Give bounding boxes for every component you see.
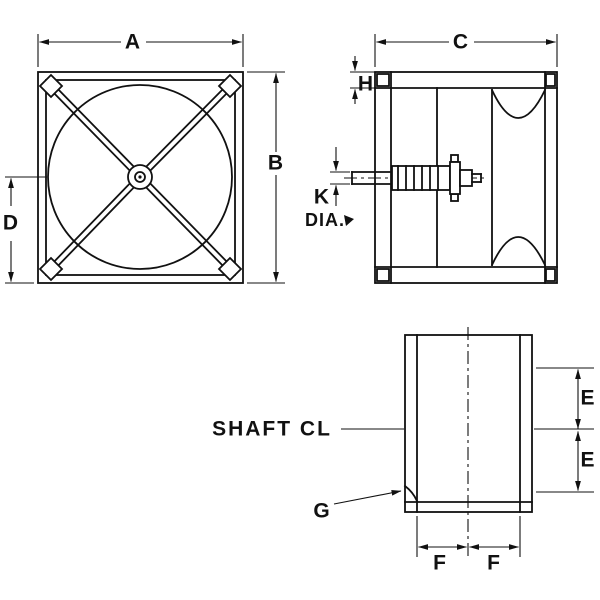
dimension-f: F F xyxy=(416,516,521,575)
leader-line xyxy=(333,489,402,505)
dim-label-d: D xyxy=(3,212,19,235)
flange xyxy=(449,161,461,195)
shaft-assembly xyxy=(344,154,487,202)
corner-block xyxy=(376,73,390,87)
shaft-cl-note: SHAFT CL xyxy=(212,418,594,441)
callout-g: G xyxy=(313,489,402,523)
corner-gussets xyxy=(38,73,243,282)
dimension-b: B xyxy=(247,71,285,284)
dim-label-h: H xyxy=(358,73,374,96)
fan-arm xyxy=(51,82,144,177)
fan-arm xyxy=(51,177,144,273)
wheel-inlet-bottom xyxy=(490,236,547,267)
blower-wheel xyxy=(490,88,547,267)
dimension-a: A xyxy=(37,31,244,67)
corner-gusset xyxy=(38,73,64,99)
fan-arm xyxy=(136,177,230,273)
dim-label-f-left: F xyxy=(433,552,447,575)
dim-label-k: K xyxy=(314,186,330,209)
corner-block xyxy=(376,268,390,282)
corner-gusset xyxy=(38,256,64,282)
fan-arm xyxy=(47,173,140,269)
fan-circle xyxy=(47,84,233,270)
hub-center-dot xyxy=(138,175,142,179)
fan-arm xyxy=(140,173,234,269)
bottom-view xyxy=(403,327,533,557)
dim-label-a: A xyxy=(125,31,141,54)
dimension-d: D xyxy=(3,176,47,284)
dimension-e: E E xyxy=(536,367,595,493)
dim-label-dia: DIA. xyxy=(305,210,345,230)
dim-label-b: B xyxy=(268,152,284,175)
dim-label-c: C xyxy=(453,31,469,54)
bolt-top xyxy=(450,154,459,163)
corner-notch xyxy=(403,484,419,503)
dimension-c: C xyxy=(374,31,558,67)
dimension-h: H xyxy=(350,56,375,104)
dim-label-e-lower: E xyxy=(580,449,595,472)
corner-block xyxy=(545,268,556,282)
dim-label-f-right: F xyxy=(487,552,501,575)
wheel-inlet-top xyxy=(490,88,547,119)
corner-blocks xyxy=(376,73,556,282)
leader-arrow-icon xyxy=(344,215,354,226)
shaft-cl-label: SHAFT CL xyxy=(212,418,332,441)
coupling-nut xyxy=(459,169,473,187)
dim-label-e-upper: E xyxy=(580,387,595,410)
fan-arm xyxy=(47,86,140,181)
fan-arm xyxy=(140,86,234,181)
corner-block xyxy=(545,73,556,87)
bolt-bottom xyxy=(450,193,459,202)
side-view xyxy=(344,71,558,284)
fan-arm xyxy=(136,82,230,177)
fan-hub xyxy=(127,164,153,190)
corner-gusset xyxy=(217,256,243,282)
dimension-k-dia: K DIA. xyxy=(305,147,354,230)
fan-arms xyxy=(47,82,234,273)
callout-label-g: G xyxy=(313,500,330,523)
bearing-block xyxy=(391,165,451,191)
front-view xyxy=(37,71,244,284)
corner-gusset xyxy=(217,73,243,99)
